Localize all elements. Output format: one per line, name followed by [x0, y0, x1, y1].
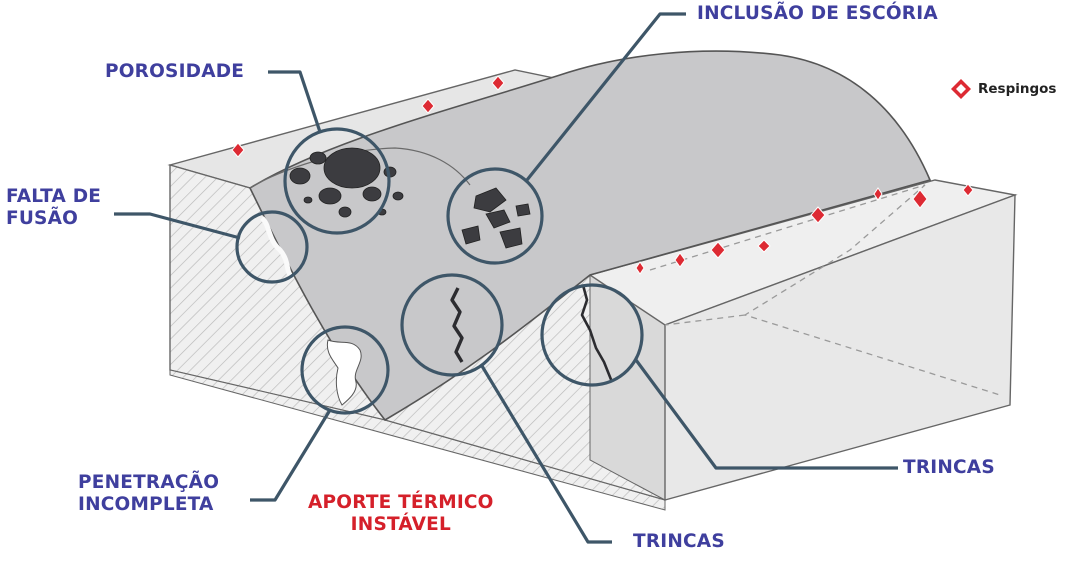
spatter-marks	[231, 75, 974, 275]
label-penetracao-incompleta: PENETRAÇÃO INCOMPLETA	[78, 472, 219, 516]
label-falta-line2: FUSÃO	[6, 208, 79, 229]
spatter-diamond-icon	[951, 79, 971, 99]
leader-porosity	[268, 70, 322, 133]
legend-spatter: Respingos	[950, 78, 1056, 100]
leader-crack-bead	[480, 365, 612, 544]
leader-crack-plate	[634, 359, 898, 470]
callout-circle-crack-bead	[400, 273, 504, 377]
slag-inclusions	[461, 187, 531, 249]
crack-plate	[580, 284, 614, 383]
label-falta-de-fusao: FALTA DE FUSÃO	[6, 186, 101, 230]
label-porosidade: POROSIDADE	[105, 61, 245, 82]
label-trincas-bottom: TRINCAS	[633, 531, 725, 552]
label-trincas-right: TRINCAS	[903, 457, 995, 478]
crack-bead	[450, 287, 464, 363]
callout-circle-slag	[446, 167, 544, 265]
lack-of-fusion-gap	[260, 216, 295, 280]
right-plate-side	[664, 193, 1016, 501]
label-inclusao-de-escoria: INCLUSÃO DE ESCÓRIA	[697, 3, 938, 24]
incomplete-penetration-gap	[326, 339, 362, 406]
callout-circle-lack-of-fusion	[235, 210, 309, 284]
callout-circle-crack-plate	[540, 283, 644, 387]
weld-bead-root	[249, 147, 471, 189]
callout-circle-porosity	[283, 127, 391, 235]
label-penetracao-line1: PENETRAÇÃO	[78, 472, 220, 493]
label-falta-line1: FALTA DE	[6, 186, 102, 207]
leader-incomplete-penetration	[250, 409, 332, 502]
hidden-edge-lines	[649, 184, 1001, 396]
porosity-pores	[289, 147, 404, 218]
callout-circle-incomplete-penetration	[300, 325, 390, 415]
label-aporte-termico-instavel: APORTE TÉRMICO INSTÁVEL	[308, 492, 494, 536]
label-penetracao-line2: INCOMPLETA	[78, 494, 214, 515]
leader-lack-of-fusion	[114, 212, 241, 240]
label-aporte-line2: INSTÁVEL	[350, 514, 451, 535]
label-aporte-line1: APORTE TÉRMICO	[308, 492, 494, 513]
weld-bead	[248, 50, 932, 422]
leader-slag	[525, 12, 686, 182]
legend-label: Respingos	[978, 81, 1057, 97]
